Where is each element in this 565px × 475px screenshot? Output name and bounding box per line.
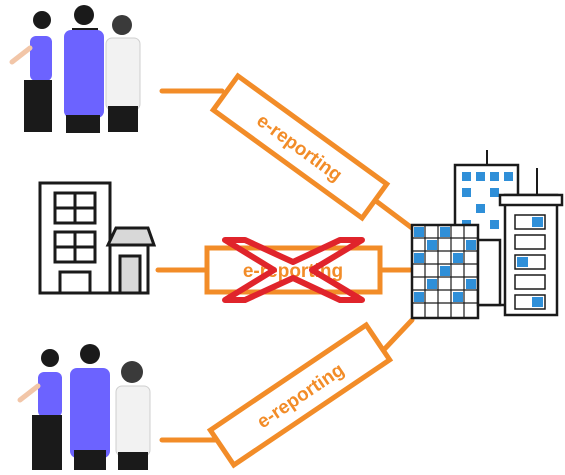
person-man-purple-icon <box>64 5 104 133</box>
e-reporting-label-bottom <box>206 321 394 469</box>
connector-top: e-reporting <box>159 72 415 231</box>
connector-middle: e-reporting <box>155 237 413 303</box>
people-group-bottom-icon <box>17 344 151 470</box>
person-man-purple-icon <box>70 344 110 470</box>
office-buildings-icon <box>410 150 564 320</box>
small-business-building-icon <box>38 181 157 295</box>
red-cross-icon <box>222 237 365 303</box>
e-reporting-label-middle <box>204 245 383 295</box>
person-woman-white-icon <box>115 361 151 470</box>
person-woman-white-icon <box>105 15 141 132</box>
people-group-top-icon <box>9 5 141 133</box>
person-woman-purple-icon <box>17 349 62 470</box>
person-woman-purple-icon <box>9 11 52 132</box>
e-reporting-label-top <box>209 72 391 222</box>
connector-bottom: e-reporting <box>159 317 415 469</box>
